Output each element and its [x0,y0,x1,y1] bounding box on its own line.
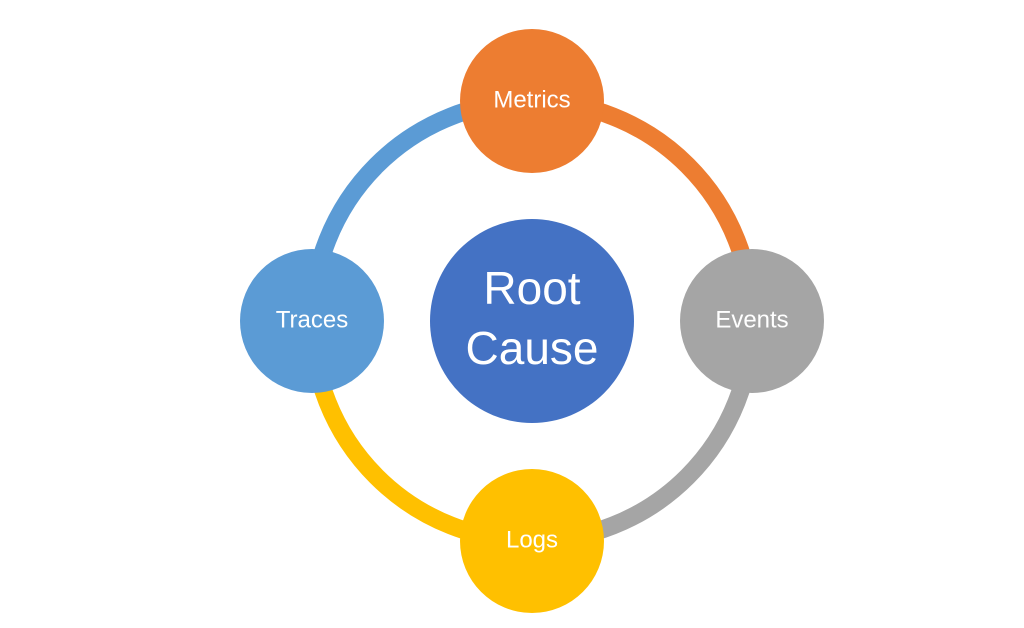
events-label: Events [715,306,788,333]
traces-circle [240,249,384,393]
traces-node: Traces [240,249,384,393]
traces-label: Traces [276,306,348,333]
metrics-node: Metrics [460,29,604,173]
root-cause-label-line1: Root [483,262,580,314]
metrics-label: Metrics [493,86,570,113]
logs-node: Logs [460,469,604,613]
logs-label: Logs [506,526,558,553]
root-cause-circle [430,219,634,423]
root-cause-node: Root Cause [430,219,634,423]
root-cause-label-line2: Cause [466,322,599,374]
metrics-circle [460,29,604,173]
events-circle [680,249,824,393]
events-node: Events [680,249,824,393]
logs-circle [460,469,604,613]
